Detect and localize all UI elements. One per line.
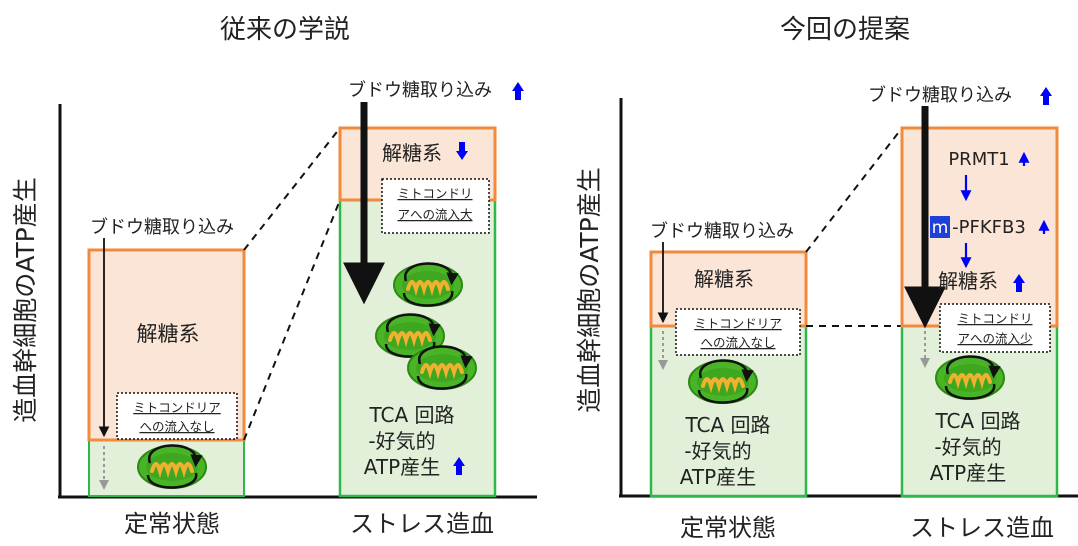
- right-steady-glycolysis-label: 解糖系: [694, 267, 754, 291]
- right-ylabel: 造血幹細胞のATP産生: [575, 167, 604, 413]
- left-stress-glucose-label: ブドウ糖取り込み: [348, 79, 492, 101]
- right-steady-mito-flow-line2: への流入なし: [700, 335, 775, 350]
- right-steady-tca-line2: -好気的: [684, 439, 751, 463]
- left-panel: 従来の学説 造血幹細胞のATP産生 解糖系 ブドウ糖取り込み ミトコンドリア へ…: [11, 15, 537, 538]
- right-stress-glucose-up-arrow: [1040, 87, 1052, 105]
- right-title: 今回の提案: [780, 15, 910, 45]
- right-stress-methyl-mark: m: [932, 218, 949, 238]
- right-stress-glycolysis-label: 解糖系: [938, 269, 998, 293]
- right-stress-tca-line1: TCA 回路: [934, 409, 1020, 433]
- left-stress-mitochondrion-3-icon: [408, 346, 476, 389]
- right-stress-pfkfb3-label: -PFKFB3: [952, 217, 1026, 238]
- left-stress-mitochondrion-1-icon: [394, 263, 462, 306]
- left-xlabel-steady: 定常状態: [124, 510, 220, 538]
- right-steady-tca-line3: ATP産生: [680, 465, 756, 489]
- right-stress-tca-line2: -好気的: [934, 435, 1001, 459]
- right-stress-mito-flow-line1: ミトコンドリ: [957, 311, 1032, 326]
- left-steady-mitochondrion-icon: [138, 445, 206, 488]
- left-connector-top: [243, 127, 341, 251]
- right-stress-methyl-mark-bg: [930, 216, 950, 238]
- right-steady-glucose-label: ブドウ糖取り込み: [650, 220, 794, 242]
- left-title: 従来の学説: [220, 15, 350, 45]
- left-connector-bottom: [243, 199, 341, 441]
- left-xlabel-stress: ストレス造血: [350, 510, 494, 538]
- right-stress-mito-flow-box: [939, 303, 1051, 353]
- left-stress-mito-flow-line1: ミトコンドリ: [397, 186, 472, 201]
- left-steady-glucose-label: ブドウ糖取り込み: [90, 216, 234, 238]
- right-stress-tca-block: [900, 324, 1059, 498]
- right-stress-mito-flow-line2: アへの流入少: [957, 331, 1032, 346]
- right-steady-mito-flow-line1: ミトコンドリア: [694, 316, 782, 331]
- left-stress-mito-flow-line2: アへの流入大: [397, 207, 472, 222]
- right-steady-tca-line1: TCA 回路: [684, 413, 770, 437]
- right-stress-prmt1-label: PRMT1: [948, 149, 1009, 170]
- right-steady-mitochondrion-icon: [689, 360, 757, 403]
- left-steady-mito-flow-box: [116, 392, 238, 440]
- left-steady-mito-flow-line2: への流入なし: [139, 419, 214, 434]
- left-stress-tca-line3: ATP産生: [364, 455, 440, 479]
- left-stress-glucose-up-arrow: [512, 82, 524, 100]
- right-panel: 今回の提案 造血幹細胞のATP産生 解糖系 ブドウ糖取り込み ミトコンドリア へ…: [575, 15, 1078, 542]
- left-stress-tca-line1: TCA 回路: [368, 403, 454, 427]
- right-steady-mito-flow-box: [675, 308, 801, 356]
- right-xlabel-steady: 定常状態: [680, 514, 776, 542]
- left-stress-tca-line2: -好気的: [368, 429, 435, 453]
- left-stress-mito-flow-box: [381, 178, 490, 234]
- right-connector-top: [805, 127, 903, 253]
- left-steady-mito-flow-line1: ミトコンドリア: [133, 400, 221, 415]
- right-stress-glucose-label: ブドウ糖取り込み: [868, 84, 1012, 106]
- left-ylabel: 造血幹細胞のATP産生: [11, 177, 40, 423]
- right-stress-tca-line3: ATP産生: [930, 461, 1006, 485]
- left-steady-glycolysis-label: 解糖系: [137, 322, 200, 346]
- right-xlabel-stress: ストレス造血: [910, 514, 1054, 542]
- left-stress-glycolysis-label: 解糖系: [382, 141, 442, 165]
- right-stress-mitochondrion-icon: [936, 356, 1004, 399]
